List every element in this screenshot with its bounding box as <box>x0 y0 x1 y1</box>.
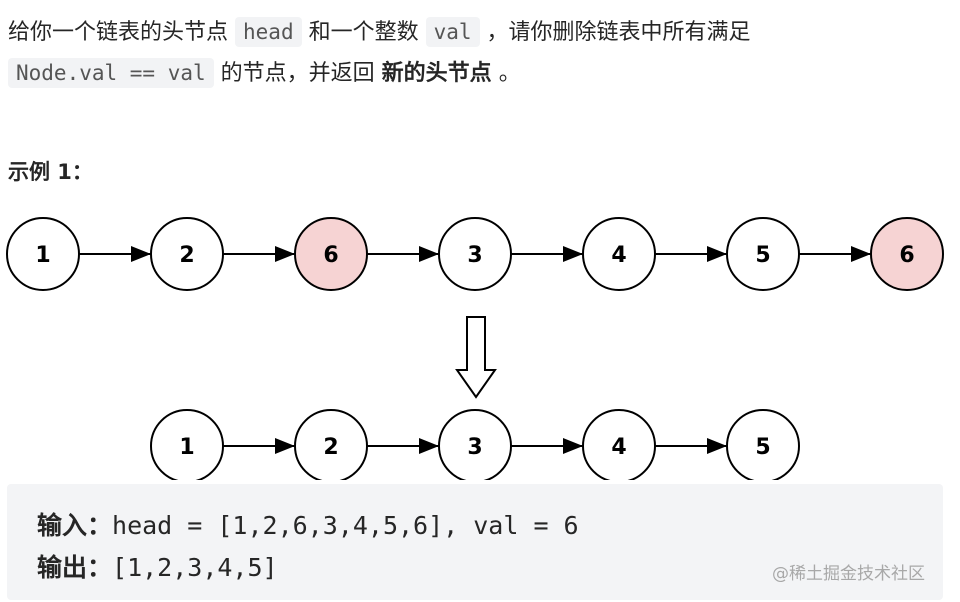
code-head: head <box>235 17 302 47</box>
desc-text-3: ，请你删除链表中所有满足 <box>486 20 751 45</box>
result-list-node-value: 1 <box>179 435 194 460</box>
original-list-node <box>870 217 944 291</box>
original-list-node-value: 5 <box>755 243 770 268</box>
desc-text-2: 和一个整数 <box>308 20 419 45</box>
original-list-node-value: 2 <box>179 243 194 268</box>
input-label: 输入： <box>37 511 113 540</box>
watermark: @稀土掘金技术社区 <box>772 564 925 584</box>
original-list-node-value: 6 <box>899 243 914 268</box>
problem-description: 给你一个链表的头节点 head 和一个整数 val ，请你删除链表中所有满足 N… <box>8 12 948 94</box>
output-line: 输出：[1,2,3,4,5] <box>37 548 278 584</box>
result-list-node-value: 5 <box>755 435 770 460</box>
code-val: val <box>425 17 480 47</box>
desc-text-1: 给你一个链表的头节点 <box>8 20 229 45</box>
code-condition: Node.val == val <box>8 58 214 88</box>
output-label: 输出： <box>37 553 113 582</box>
original-list: 1 2 6 3 4 5 6 <box>6 217 944 291</box>
example-code-block: 输入：head = [1,2,6,3,4,5,6], val = 6 输出：[1… <box>7 484 943 600</box>
result-list-node-value: 4 <box>611 435 626 460</box>
result-list-node-value: 3 <box>467 435 482 460</box>
output-value: [1,2,3,4,5] <box>112 553 278 582</box>
linked-list-diagram: 1 2 6 3 4 5 6 1 2 3 4 5 <box>6 217 944 480</box>
desc-text-4: 的节点，并返回 <box>220 61 375 86</box>
input-value: head = [1,2,6,3,4,5,6], val = 6 <box>112 511 579 540</box>
down-arrow-icon <box>455 316 497 399</box>
result-list: 1 2 3 4 5 <box>150 409 800 480</box>
original-list-node-value: 1 <box>35 243 50 268</box>
original-list-node-value: 6 <box>323 243 338 268</box>
input-line: 输入：head = [1,2,6,3,4,5,6], val = 6 <box>37 506 579 542</box>
original-list-node-value: 4 <box>611 243 626 268</box>
result-list-node-value: 2 <box>323 435 338 460</box>
example-title: 示例 1： <box>8 160 93 184</box>
desc-text-5: 。 <box>498 61 521 86</box>
desc-bold: 新的头节点 <box>381 61 492 86</box>
original-list-node-value: 3 <box>467 243 482 268</box>
result-list-node <box>726 409 800 480</box>
